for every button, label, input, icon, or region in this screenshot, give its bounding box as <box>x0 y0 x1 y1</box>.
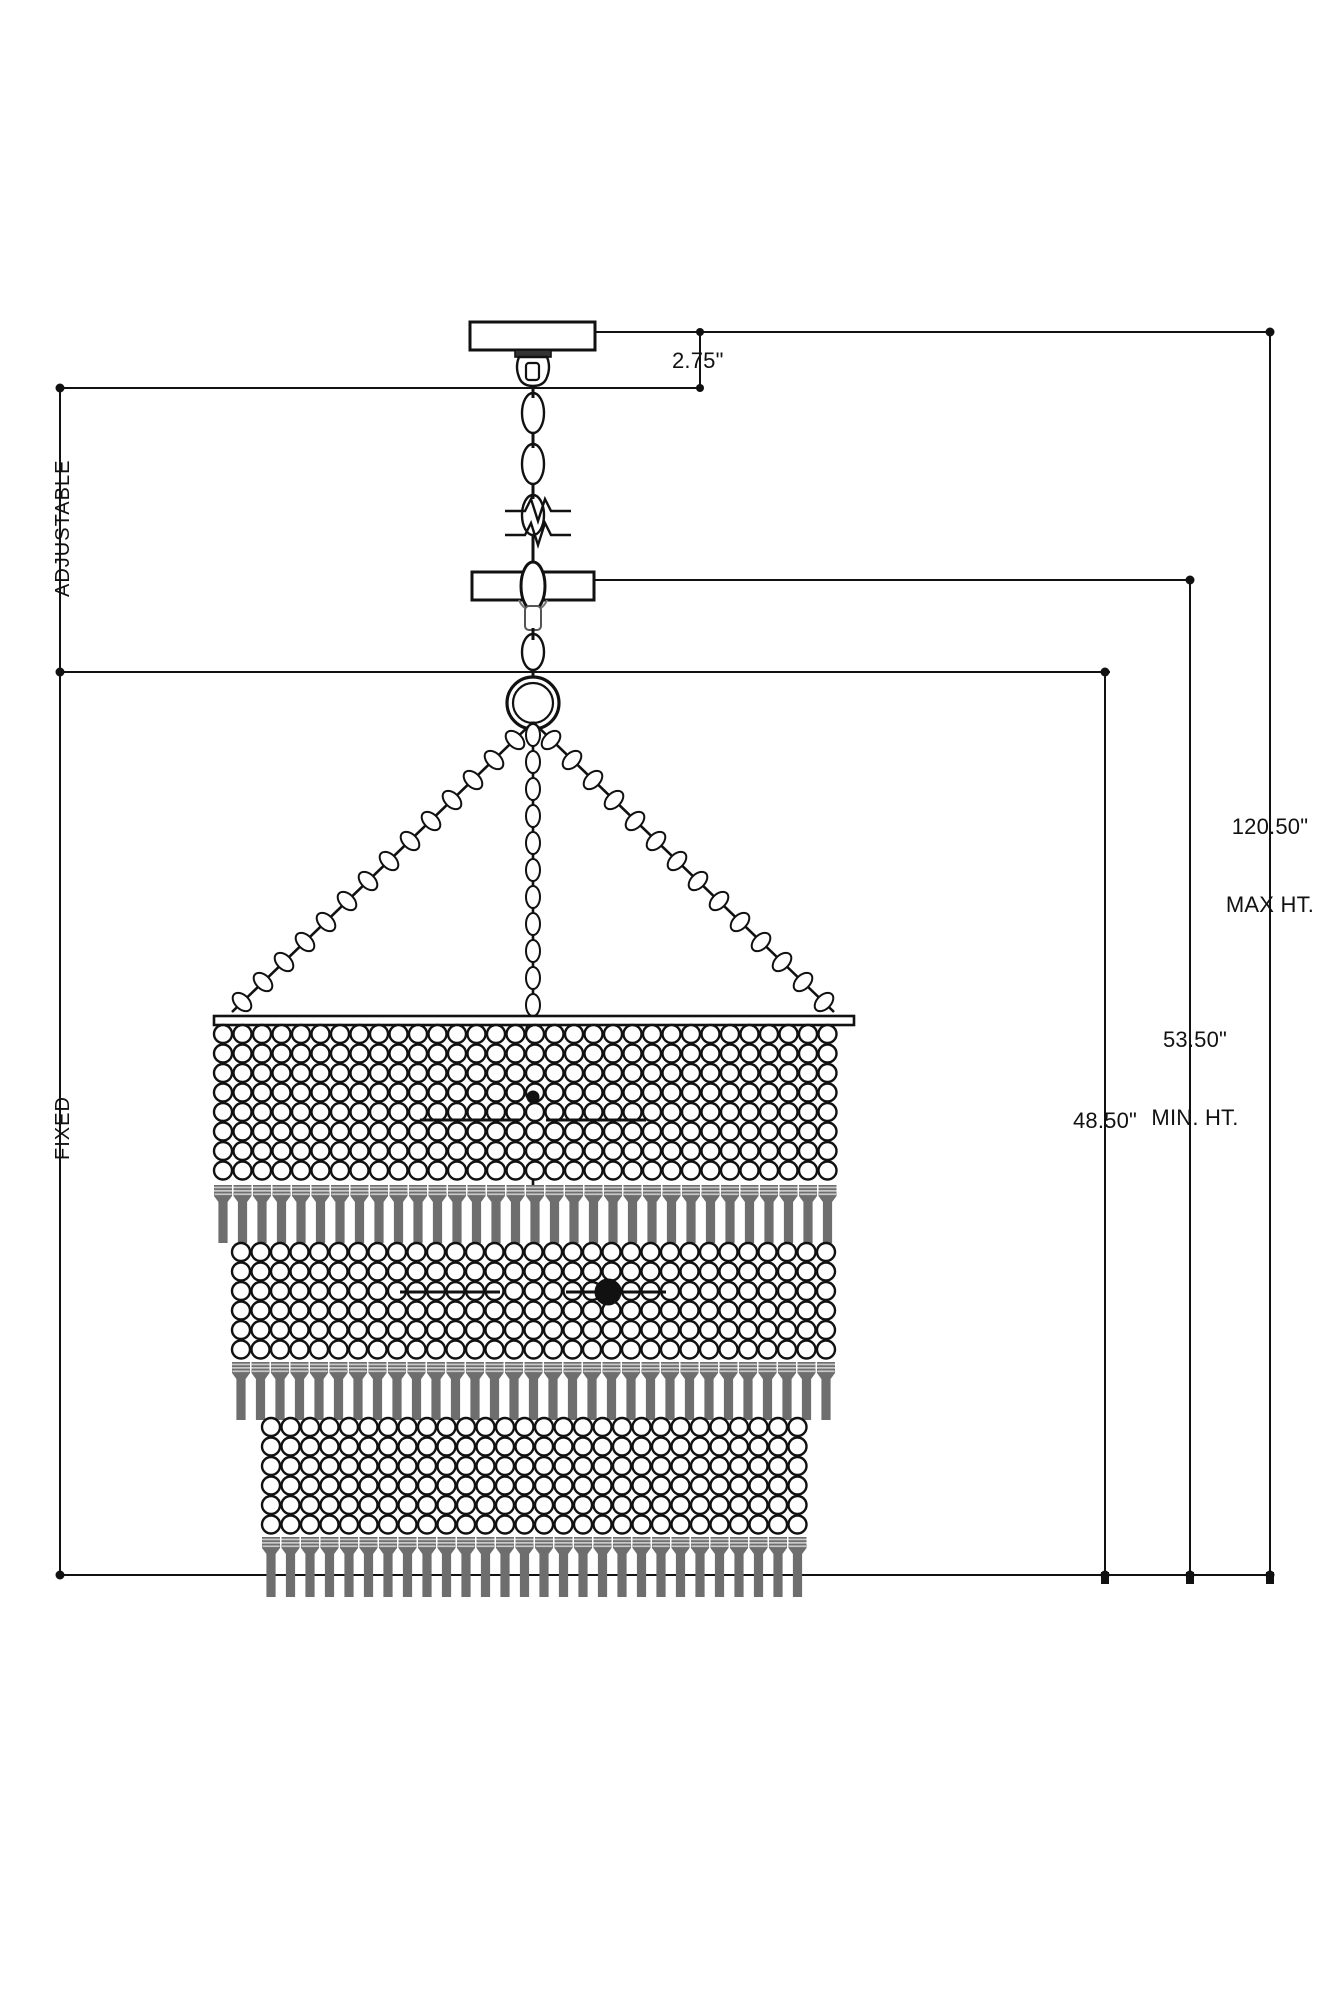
dimension-lines <box>59 331 1271 1576</box>
dim-label-canopy-drop: 2.75" <box>672 348 724 373</box>
upper-suspension-chain <box>520 386 546 592</box>
suspension-ring <box>505 675 561 731</box>
ceiling-canopy <box>468 320 597 388</box>
dim-label-max-height: 120.50" MAX HT. <box>1185 762 1333 944</box>
tier-1-arms <box>420 1090 646 1122</box>
chain-break-symbol <box>505 495 571 549</box>
tier-2-fringe <box>232 1362 835 1420</box>
chain-links-right <box>540 729 835 1013</box>
canopy-mount-bar <box>470 560 596 631</box>
bracket-label-adjustable: ADJUSTABLE <box>52 459 74 597</box>
dim-label-fixture-height: 48.50" <box>1072 1108 1138 1133</box>
max-height-value: 120.50" <box>1231 814 1309 839</box>
dimension-terminators <box>55 327 1275 1584</box>
tier-2-arms <box>400 1278 666 1306</box>
tier-2-beads <box>230 1241 837 1360</box>
min-height-value: 53.50" <box>1162 1027 1228 1052</box>
tier-1-beads <box>212 1023 838 1181</box>
tier-3-fringe <box>262 1537 807 1597</box>
tier-1-fringe <box>214 1185 837 1243</box>
tier-3 <box>260 1416 808 1597</box>
max-height-note: MAX HT. <box>1225 892 1315 917</box>
tier-2 <box>230 1241 837 1420</box>
min-height-note: MIN. HT. <box>1151 1105 1239 1130</box>
tier-3-beads <box>260 1416 808 1535</box>
chain-links-left <box>231 729 526 1013</box>
dim-label-min-height: 53.50" MIN. HT. <box>1110 975 1280 1157</box>
tier-1 <box>212 1014 856 1243</box>
bracket-label-fixed: FIXED <box>52 1096 74 1160</box>
